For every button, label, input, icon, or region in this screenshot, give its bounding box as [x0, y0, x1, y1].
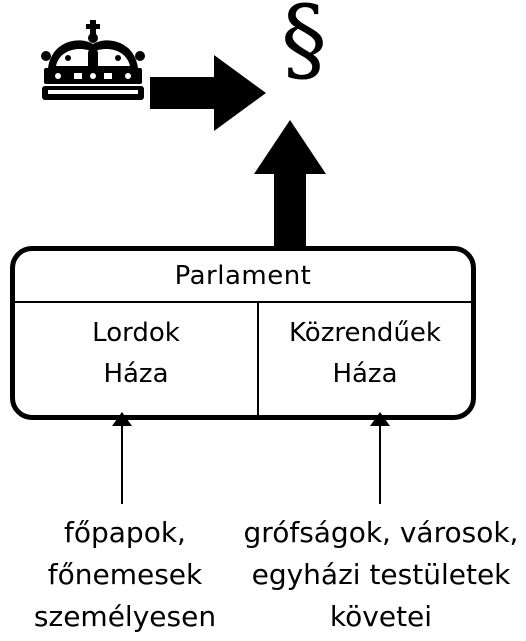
- parliament-title: Parlament: [174, 261, 312, 291]
- lords-caption-line-2: főnemesek: [47, 558, 203, 591]
- lords-caption: főpapok, főnemesek személyesen: [0, 512, 250, 638]
- crown-icon: [41, 20, 145, 100]
- thin-arrow-up-icon: [112, 412, 132, 504]
- section-sign: §: [281, 0, 327, 93]
- commons-caption: grófságok, városok, egyházi testületek k…: [236, 512, 526, 638]
- house-of-lords-line-1: Lordok: [92, 318, 180, 348]
- thin-arrow-up-icon: [370, 412, 390, 504]
- arrow-right-icon: [150, 55, 266, 131]
- house-of-commons-line-1: Közrendűek: [289, 318, 441, 348]
- commons-caption-line-3: követei: [329, 600, 433, 633]
- arrow-up-icon: [254, 120, 326, 248]
- vertical-divider: [257, 303, 259, 415]
- parliament-box: Parlament Lordok Háza Közrendűek Háza: [10, 246, 476, 420]
- house-of-commons-line-2: Háza: [332, 359, 398, 389]
- house-of-lords: Lordok Háza: [15, 313, 257, 413]
- horizontal-divider: [15, 301, 471, 303]
- house-of-commons: Közrendűek Háza: [259, 313, 471, 413]
- lords-caption-line-3: személyesen: [33, 600, 217, 633]
- lords-caption-line-1: főpapok,: [64, 516, 186, 549]
- commons-caption-line-2: egyházi testületek: [251, 558, 511, 591]
- house-of-lords-line-2: Háza: [103, 359, 169, 389]
- commons-caption-line-1: grófságok, városok,: [243, 516, 519, 549]
